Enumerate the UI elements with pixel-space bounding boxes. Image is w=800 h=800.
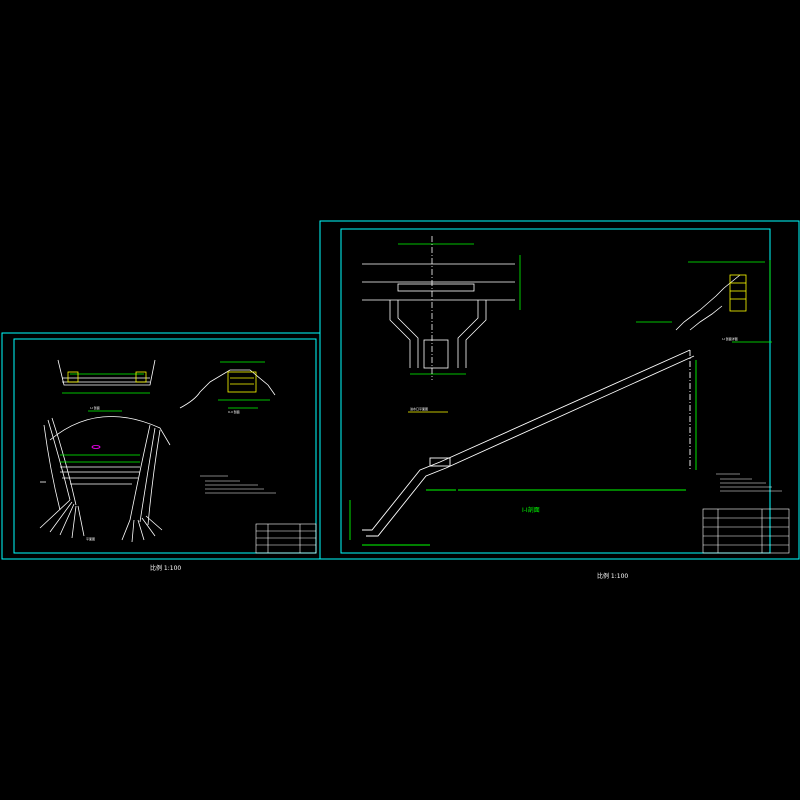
left-top-section: I-I 剖面 (57, 359, 156, 412)
right-inlet-plan: 进水口平面图 (362, 236, 521, 413)
svg-text:平面图: 平面图 (86, 537, 95, 541)
right-sheet-inner-frame (340, 228, 771, 554)
left-title-block (255, 523, 317, 554)
right-scale-caption: 比例 1:100 (597, 572, 628, 580)
right-sheet: 进水口平面图 I-I 剖面详图 (319, 220, 800, 580)
left-sheet: I-I 剖面 II-II 剖面 (1, 332, 321, 572)
right-sheet-outer-frame (319, 220, 800, 560)
right-chute-profile (349, 349, 697, 546)
left-sheet-inner-frame (13, 338, 317, 554)
right-detail-section: I-I 剖面详图 (636, 260, 772, 343)
right-notes (716, 473, 782, 492)
svg-text:I-I 剖面详图: I-I 剖面详图 (722, 336, 738, 341)
left-plan-view: 平面图 (39, 416, 171, 543)
right-title-block (702, 508, 790, 554)
svg-text:II-II 剖面: II-II 剖面 (228, 409, 240, 414)
left-scale-caption: 比例 1:100 (150, 564, 181, 572)
svg-text:进水口平面图: 进水口平面图 (410, 406, 428, 411)
left-small-section: II-II 剖面 (179, 361, 276, 414)
left-sheet-outer-frame (1, 332, 321, 560)
svg-text:I-I 剖面: I-I 剖面 (90, 405, 100, 410)
left-notes (200, 475, 276, 494)
right-section-title: I-I剖面 (522, 506, 540, 514)
